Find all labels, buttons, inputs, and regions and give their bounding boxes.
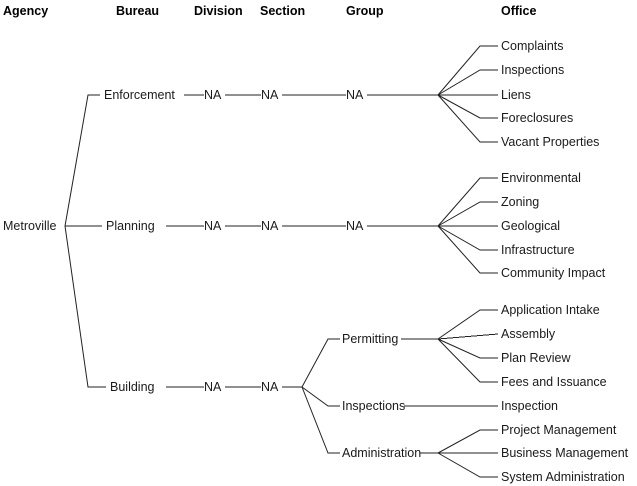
node-office-project-management[interactable]: Project Management	[501, 422, 617, 437]
node-division-building-na[interactable]: NA	[204, 379, 222, 394]
node-section-enforcement-na[interactable]: NA	[261, 87, 279, 102]
column-header-group: Group	[346, 4, 384, 18]
node-bureau-enforcement[interactable]: Enforcement	[104, 87, 175, 102]
column-header-agency: Agency	[3, 4, 49, 18]
edge-building-groups	[301, 338, 340, 454]
node-office-system-administration[interactable]: System Administration	[501, 469, 625, 484]
node-office-zoning[interactable]: Zoning	[501, 194, 540, 209]
node-group-permitting[interactable]: Permitting	[342, 331, 399, 346]
column-header-office: Office	[501, 4, 537, 18]
edge-root-fan	[64, 94, 106, 388]
node-office-assembly[interactable]: Assembly	[501, 326, 556, 341]
node-group-inspections[interactable]: Inspections	[342, 398, 406, 413]
node-section-building-na[interactable]: NA	[261, 379, 279, 394]
node-division-planning-na[interactable]: NA	[204, 218, 222, 233]
edge-enforcement-offices	[437, 45, 498, 143]
node-bureau-building[interactable]: Building	[110, 379, 155, 394]
node-section-planning-na[interactable]: NA	[261, 218, 279, 233]
column-header-bureau: Bureau	[116, 4, 160, 18]
node-office-plan-review[interactable]: Plan Review	[501, 350, 571, 365]
node-group-enforcement-na[interactable]: NA	[346, 87, 364, 102]
node-office-community-impact[interactable]: Community Impact	[501, 265, 606, 280]
node-bureau-planning[interactable]: Planning	[106, 218, 155, 233]
node-office-infrastructure[interactable]: Infrastructure	[501, 242, 575, 257]
node-division-enforcement-na[interactable]: NA	[204, 87, 222, 102]
node-office-inspections[interactable]: Inspections	[501, 62, 565, 77]
column-header-division: Division	[194, 4, 243, 18]
node-agency-metroville[interactable]: Metroville	[3, 218, 57, 233]
node-office-inspection[interactable]: Inspection	[501, 398, 558, 413]
node-group-administration[interactable]: Administration	[342, 445, 422, 460]
node-office-liens[interactable]: Liens	[501, 87, 531, 102]
node-office-foreclosures[interactable]: Foreclosures	[501, 110, 574, 125]
column-header-section: Section	[260, 4, 306, 18]
node-office-complaints[interactable]: Complaints	[501, 38, 564, 53]
edge-administration-offices	[420, 429, 498, 478]
node-office-environmental[interactable]: Environmental	[501, 170, 581, 185]
node-office-vacant-properties[interactable]: Vacant Properties	[501, 134, 600, 149]
node-office-business-management[interactable]: Business Management	[501, 445, 629, 460]
node-office-fees-and-issuance[interactable]: Fees and Issuance	[501, 374, 607, 389]
node-group-planning-na[interactable]: NA	[346, 218, 364, 233]
node-office-application-intake[interactable]: Application Intake	[501, 302, 600, 317]
edge-planning-offices	[437, 177, 498, 274]
node-office-geological[interactable]: Geological	[501, 218, 561, 233]
edge-permitting-offices	[401, 309, 499, 383]
